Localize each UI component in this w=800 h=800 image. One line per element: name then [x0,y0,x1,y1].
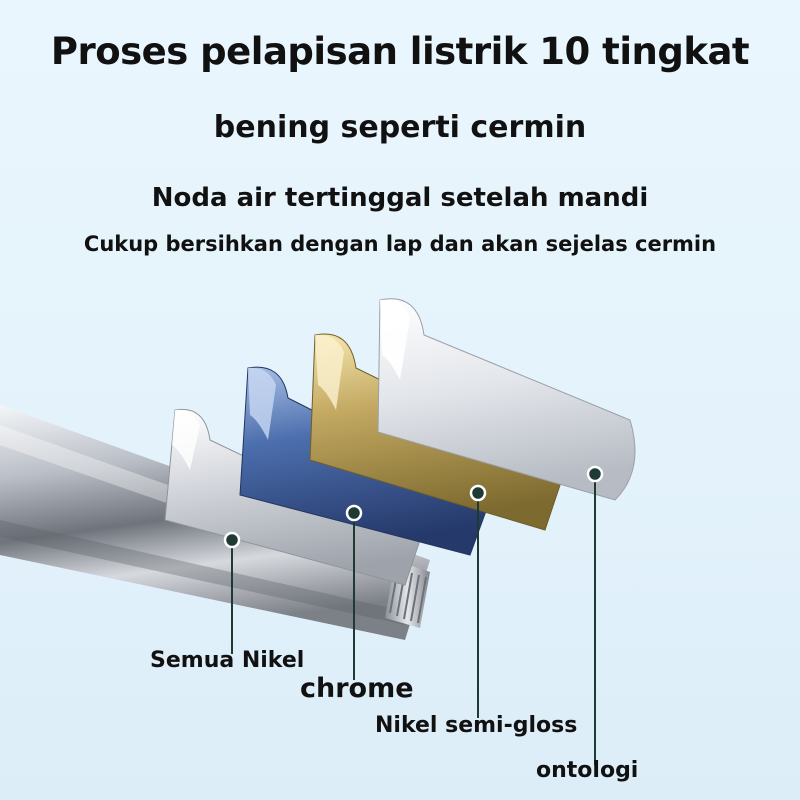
layer-shell-top [377,298,636,501]
marker-dot-nickel [223,531,241,549]
note-line-1: Noda air tertinggal setelah mandi [151,183,649,213]
note-line-2: Cukup bersihkan dengan lap dan akan seje… [83,232,717,256]
marker-dot-chrome [345,504,363,522]
headline: Proses pelapisan listrik 10 tingkat [50,30,750,73]
label-ontologi: ontologi [536,758,639,783]
pipe-shadow-band [0,520,408,625]
marker-dot-top [586,465,604,483]
label-semua-nikel: Semua Nikel [150,648,305,673]
subheadline: bening seperti cermin [213,110,587,145]
label-nikel-semi-gloss: Nikel semi-gloss [375,713,578,738]
marker-dot-semigloss [469,484,487,502]
label-chrome: chrome [300,673,414,704]
